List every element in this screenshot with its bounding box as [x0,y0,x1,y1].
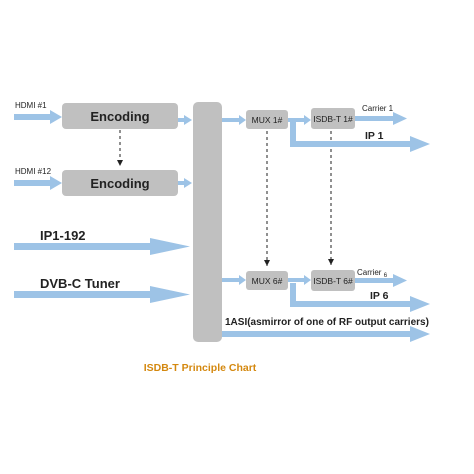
bar-to-mux-6-arrow [222,275,246,285]
diagram-caption: ISDB-T Principle Chart [143,362,257,374]
mux-1-block [246,110,288,129]
ip-input-label: IP1-192 [40,228,86,243]
central-bus-bar [193,102,222,342]
mux-1-label: MUX 1# [252,115,283,125]
carrier-1-label: Carrier 1 [362,104,394,113]
mux-6-block [246,271,288,290]
hdmi-1-arrow [14,110,62,124]
mux-6-to-isdbt-6-arrow [288,275,311,285]
encoding-block-bottom [62,170,178,196]
bar-to-mux-1-arrow [222,115,246,125]
encoding-bottom-to-bar-arrow [178,178,192,188]
mux-1-to-isdbt-1-arrow [288,115,311,125]
dvbc-input-label: DVB-C Tuner [40,276,120,291]
isdbt-1-label: ISDB-T 1# [313,114,353,124]
ip-1-arrow [290,122,430,152]
isdbt-6-label: ISDB-T 6# [313,276,353,286]
carrier-6-label: Carrier 6 [357,268,388,279]
encoding-top-label: Encoding [90,109,149,124]
carrier-1-arrow [355,112,407,125]
mux-6-label: MUX 6# [252,276,283,286]
asi-label: 1ASI(asmirror of one of RF output carrie… [225,317,429,328]
hdmi-1-label: HDMI #1 [15,101,47,110]
dvbc-input-arrow [14,286,190,303]
isdbt-6-block [311,270,355,291]
hdmi-12-label: HDMI #12 [15,167,52,176]
encoding-block-top [62,103,178,129]
asi-output-arrow [222,326,430,342]
carrier-6-arrow [355,274,407,287]
hdmi-12-arrow [14,176,62,190]
ip-1-label: IP 1 [365,130,384,142]
ip-6-label: IP 6 [370,290,389,302]
encoding-top-to-bar-arrow [178,115,192,125]
isdbt-1-block [311,108,355,129]
ip-6-arrow [290,283,430,312]
encoding-bottom-label: Encoding [90,176,149,191]
ip-input-arrow [14,238,190,255]
